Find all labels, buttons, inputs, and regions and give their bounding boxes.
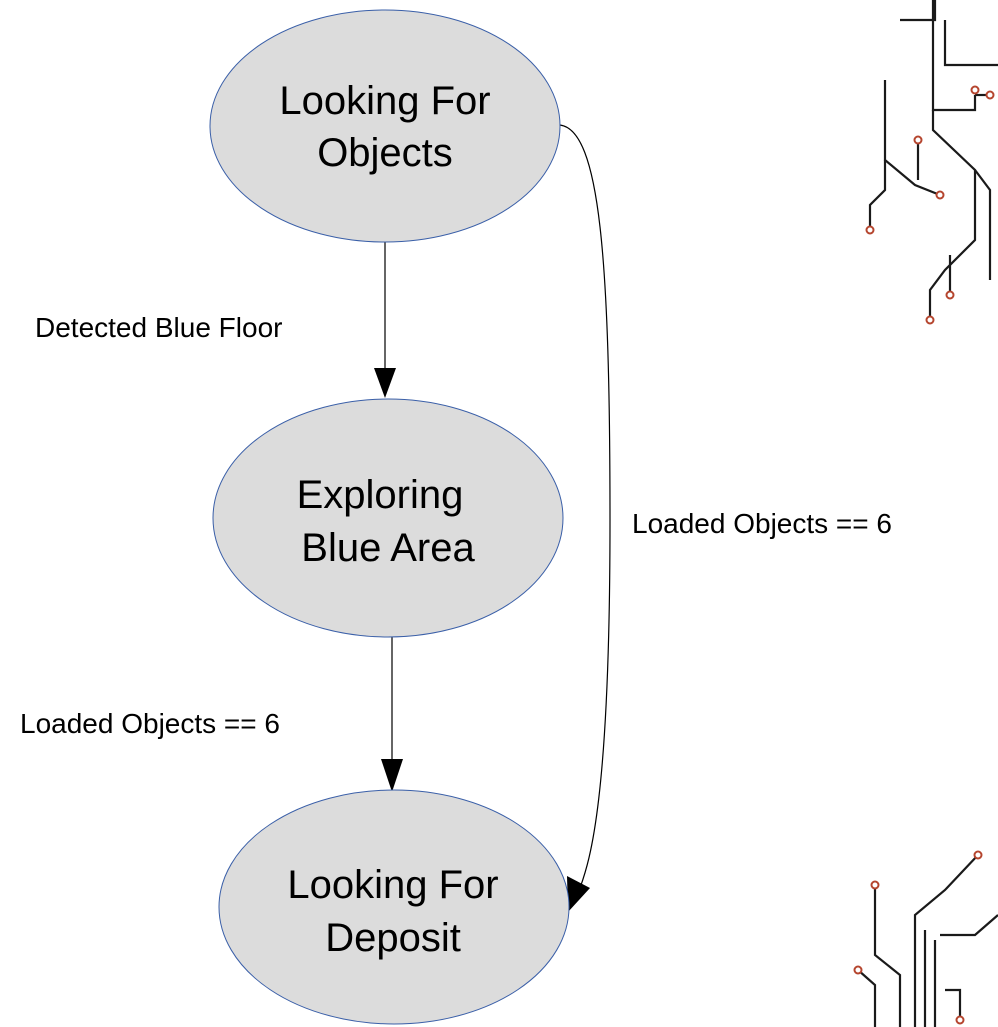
node-label-line1: Exploring: [297, 473, 464, 517]
node-label-line1: Looking For: [279, 79, 490, 123]
edge-objects-to-deposit: Loaded Objects == 6: [559, 124, 892, 912]
node-label-line2: Deposit: [325, 916, 461, 960]
node-label-line1: Looking For: [287, 863, 498, 907]
arrowhead-icon: [374, 368, 396, 398]
edge-objects-to-exploring: Detected Blue Floor: [35, 241, 396, 398]
circuit-decoration-top: [865, 0, 998, 325]
circuit-decoration-bottom: [853, 850, 998, 1027]
edge-exploring-to-deposit: Loaded Objects == 6: [20, 637, 403, 792]
arrowhead-icon: [381, 759, 403, 792]
state-node-exploring-blue-area: Exploring Blue Area: [212, 398, 564, 638]
edge-label-loaded-objects-left: Loaded Objects == 6: [20, 708, 280, 739]
node-label-line2: Blue Area: [301, 526, 475, 570]
state-node-looking-for-deposit: Looking For Deposit: [218, 789, 570, 1025]
edge-label-detected-blue-floor: Detected Blue Floor: [35, 312, 282, 343]
state-node-looking-for-objects: Looking For Objects: [209, 9, 561, 243]
edge-label-loaded-objects-right: Loaded Objects == 6: [632, 508, 892, 539]
node-label-line2: Objects: [317, 131, 453, 175]
arrowhead-icon: [567, 876, 590, 912]
